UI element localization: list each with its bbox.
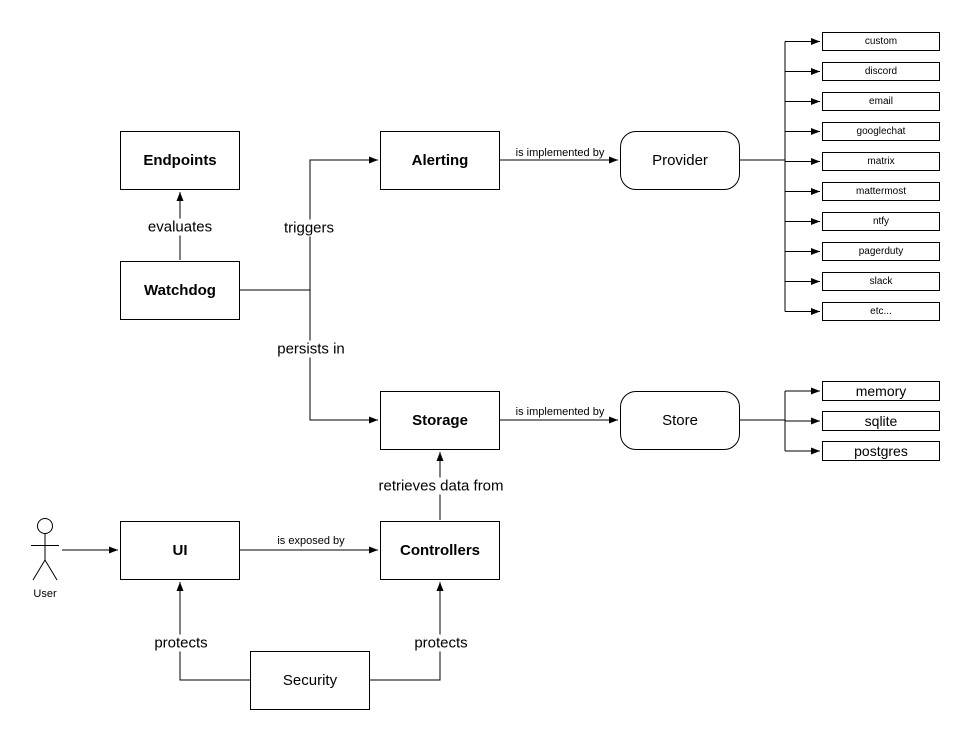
user-actor-icon [31, 518, 59, 581]
provider-impl-googlechat: googlechat [822, 122, 940, 141]
edge-store-trunk [740, 391, 786, 451]
node-watchdog: Watchdog [120, 261, 240, 320]
store-impl-postgres: postgres [822, 441, 940, 461]
node-alerting: Alerting [380, 131, 500, 190]
node-endpoints: Endpoints [120, 131, 240, 190]
provider-impl-pagerduty: pagerduty [822, 242, 940, 261]
provider-impl-mattermost: mattermost [822, 182, 940, 201]
edge-watchdog-storage [309, 290, 378, 424]
edge-label-evaluates: evaluates [145, 218, 215, 236]
edge-provider-trunk [740, 41, 786, 312]
edge-security-ui [176, 582, 250, 681]
edge-label-retrieves-data-from: retrieves data from [376, 477, 506, 495]
provider-impl-matrix: matrix [822, 152, 940, 171]
provider-impl-email: email [822, 92, 940, 111]
edge-label-protects-controllers: protects [412, 634, 470, 652]
edge-label-persists-in: persists in [275, 340, 347, 358]
node-store: Store [620, 391, 740, 450]
provider-impl-ntfy: ntfy [822, 212, 940, 231]
edge-label-protects-ui: protects [152, 634, 210, 652]
edge-label-is-exposed-by: is exposed by [275, 535, 347, 547]
provider-impl-slack: slack [822, 272, 940, 291]
edge-watchdog-alerting [309, 156, 378, 290]
edge-label-alerting-implemented-by: is implemented by [513, 147, 607, 159]
node-ui: UI [120, 521, 240, 580]
node-provider: Provider [620, 131, 740, 190]
provider-impl-custom: custom [822, 32, 940, 51]
node-controllers: Controllers [380, 521, 500, 580]
node-security: Security [250, 651, 370, 710]
provider-impl-etc: etc... [822, 302, 940, 321]
edge-security-controllers [370, 582, 444, 681]
provider-impl-discord: discord [822, 62, 940, 81]
store-impl-memory: memory [822, 381, 940, 401]
user-actor-label: User [31, 588, 59, 600]
store-impl-sqlite: sqlite [822, 411, 940, 431]
edge-label-storage-implemented-by: is implemented by [513, 406, 607, 418]
node-storage: Storage [380, 391, 500, 450]
edge-label-triggers: triggers [281, 219, 337, 237]
